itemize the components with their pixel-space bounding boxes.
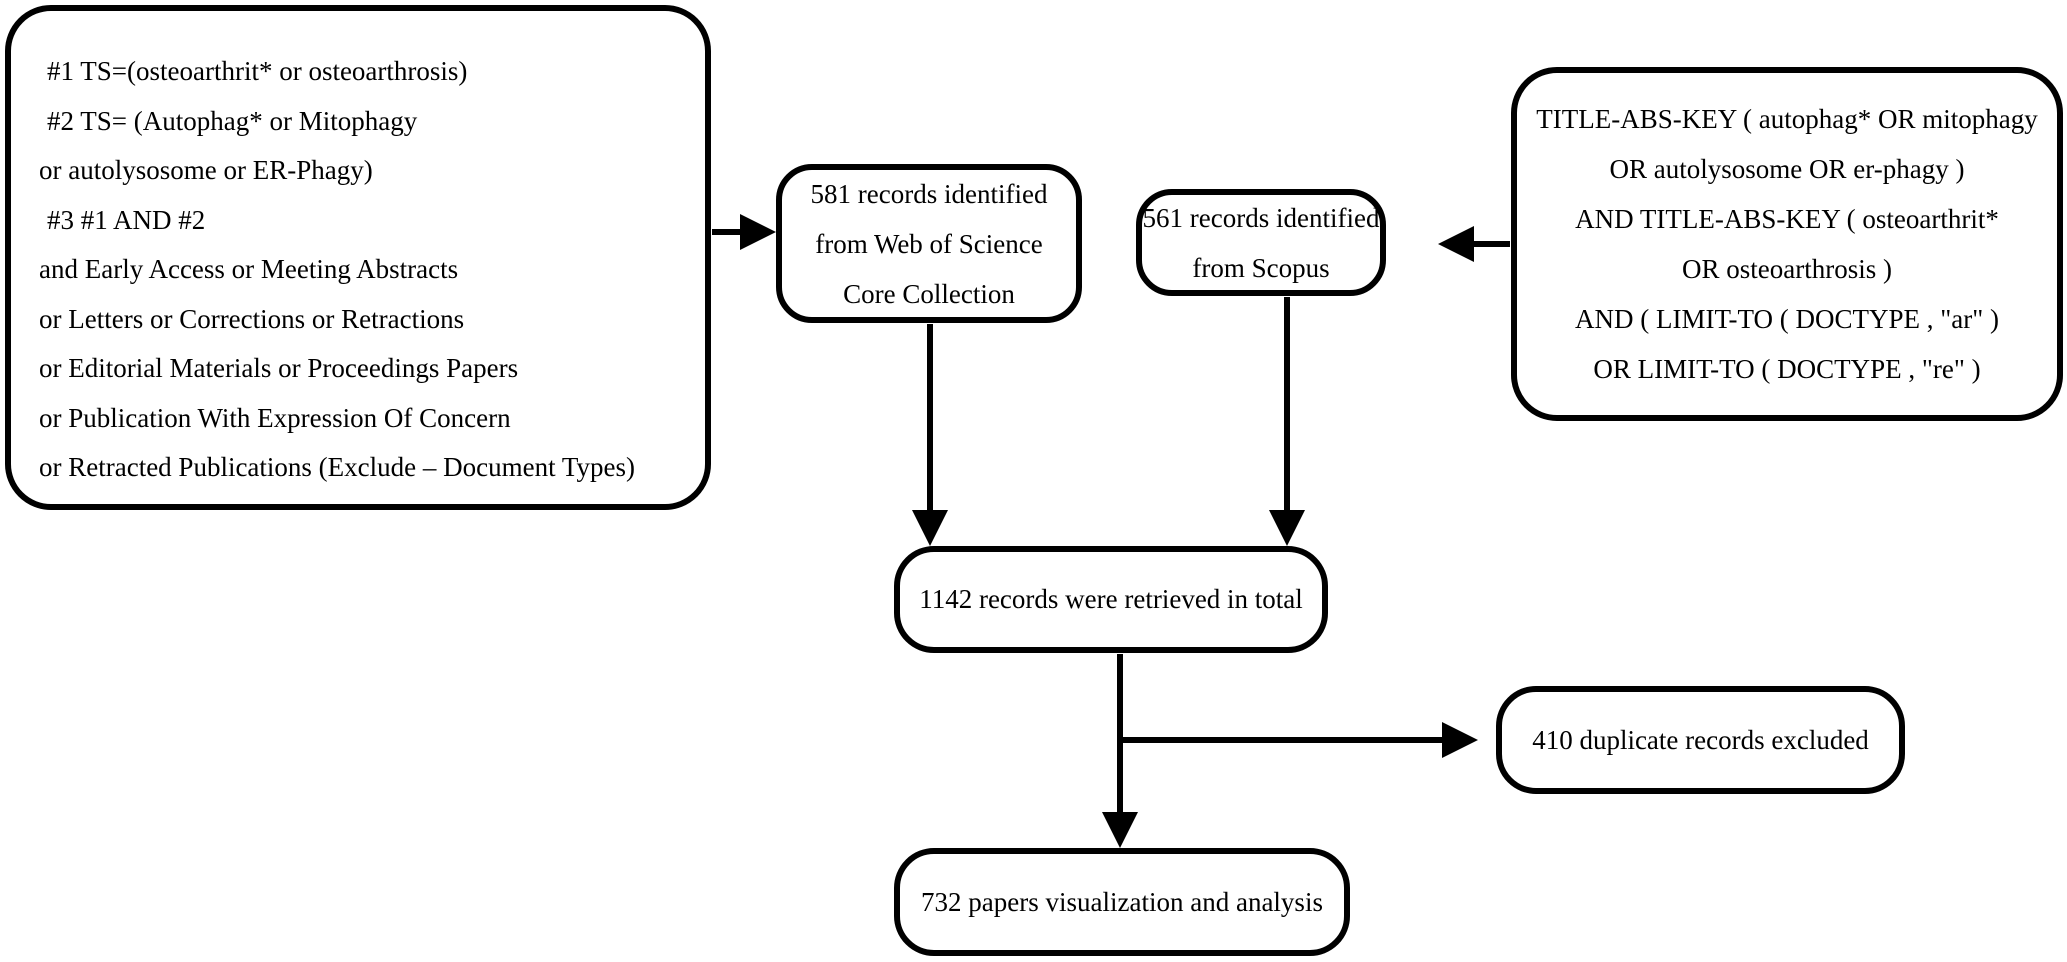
total-records-box: 1142 records were retrieved in total (894, 546, 1328, 653)
wos-records-line: Core Collection (843, 278, 1015, 309)
wos-query-line: or Editorial Materials or Proceedings Pa… (39, 353, 519, 383)
scopus-search-query-box: TITLE-ABS-KEY ( autophag* OR mitophagy O… (1511, 67, 2063, 421)
wos-query-line: or Publication With Expression Of Concer… (39, 402, 511, 433)
wos-search-query-box: #1 TS=(osteoarthrit* or osteoarthrosis) … (5, 5, 711, 510)
scopus-records-line: from Scopus (1192, 252, 1330, 283)
scopus-query-line: OR autolysosome OR er-phagy ) (1609, 154, 1965, 184)
scopus-query-line: OR osteoarthrosis ) (1682, 254, 1892, 284)
wos-records-line: from Web of Science (815, 228, 1043, 259)
wos-records-line: 581 records identified (810, 178, 1048, 209)
duplicates-excluded-box: 410 duplicate records excluded (1496, 686, 1905, 794)
scopus-query-line: AND TITLE-ABS-KEY ( osteoarthrit* (1575, 204, 1999, 234)
wos-query-line: #2 TS= (Autophag* or Mitophagy (47, 105, 418, 136)
scopus-query-line: AND ( LIMIT-TO ( DOCTYPE , "ar" ) (1575, 304, 1999, 334)
wos-query-line: and Early Access or Meeting Abstracts (39, 254, 459, 284)
scopus-query-line: TITLE-ABS-KEY ( autophag* OR mitophagy (1536, 104, 2038, 134)
wos-records-box: 581 records identified from Web of Scien… (776, 164, 1082, 323)
total-records-label: 1142 records were retrieved in total (919, 584, 1303, 614)
scopus-query-line: OR LIMIT-TO ( DOCTYPE , "re" ) (1593, 354, 1981, 384)
duplicates-excluded-label: 410 duplicate records excluded (1532, 724, 1869, 755)
final-papers-box: 732 papers visualization and analysis (894, 848, 1350, 956)
scopus-records-box: 561 records identified from Scopus (1136, 189, 1386, 296)
wos-query-line: #1 TS=(osteoarthrit* or osteoarthrosis) (47, 56, 468, 86)
scopus-records-line: 561 records identified (1142, 202, 1380, 233)
wos-query-line: #3 #1 AND #2 (47, 204, 206, 235)
wos-query-line: or autolysosome or ER-Phagy) (39, 155, 373, 185)
final-papers-label: 732 papers visualization and analysis (921, 886, 1323, 917)
wos-query-line: or Letters or Corrections or Retractions (39, 303, 465, 334)
wos-query-line: or Retracted Publications (Exclude – Doc… (39, 452, 635, 482)
